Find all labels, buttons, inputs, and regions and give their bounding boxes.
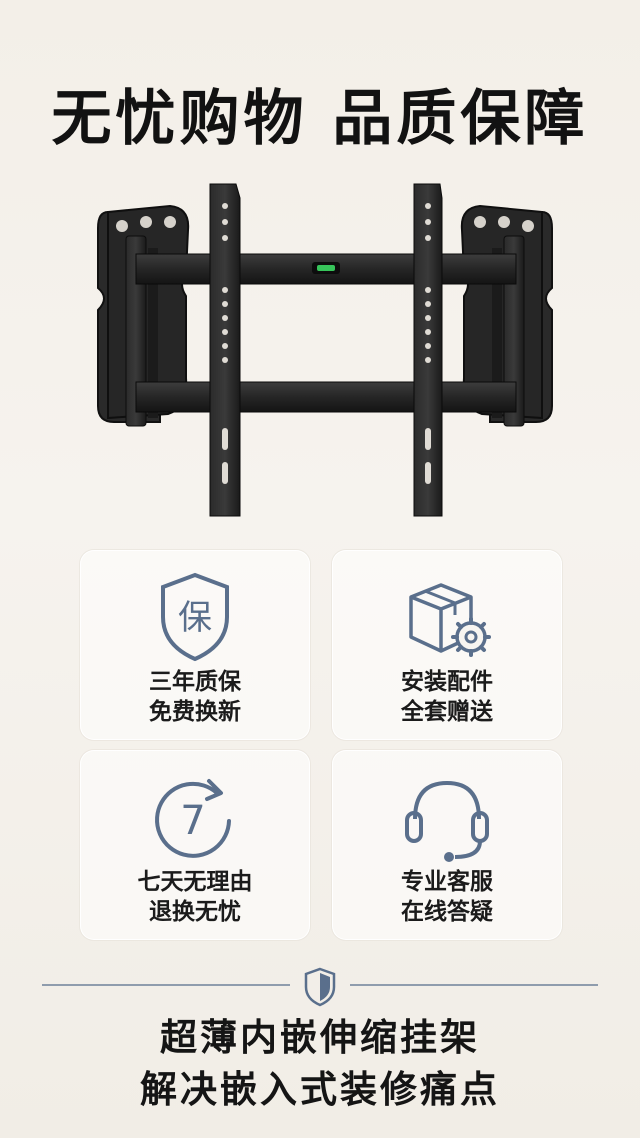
section-divider	[42, 967, 598, 1007]
shield-glyph: 保	[178, 598, 212, 638]
box-gear-icon	[409, 583, 491, 657]
footer-line1: 超薄内嵌伸缩挂架	[160, 1016, 480, 1059]
seven-day-return-icon: 7	[155, 779, 231, 858]
footer-line2: 解决嵌入式装修痛点	[140, 1068, 500, 1111]
card-return-line2: 退换无忧	[149, 899, 241, 925]
tv-wall-mount-image	[97, 183, 553, 517]
card-return-line1: 七天无理由	[137, 869, 253, 895]
card-warranty-line2: 免费换新	[149, 699, 241, 725]
card-accessories-line1: 安装配件	[401, 669, 493, 695]
card-accessories-line2: 全套赠送	[401, 699, 493, 725]
card-warranty: 保 三年质保 免费换新	[80, 550, 310, 740]
card-return: 7 七天无理由 退换无忧	[80, 750, 310, 940]
shield-emblem-icon	[304, 967, 336, 1007]
page-headline: 无忧购物 品质保障	[51, 84, 589, 154]
card-accessories: 安装配件 全套赠送	[332, 550, 562, 740]
card-service-line1: 专业客服	[401, 869, 493, 895]
footer-slogan: 超薄内嵌伸缩挂架 解决嵌入式装修痛点	[0, 1012, 640, 1116]
card-warranty-line1: 三年质保	[149, 669, 241, 695]
headset-icon	[405, 780, 489, 862]
card-service-line2: 在线答疑	[401, 899, 493, 925]
card-service: 专业客服 在线答疑	[332, 750, 562, 940]
seven-glyph: 7	[180, 798, 205, 844]
shield-warranty-icon: 保	[161, 572, 229, 662]
